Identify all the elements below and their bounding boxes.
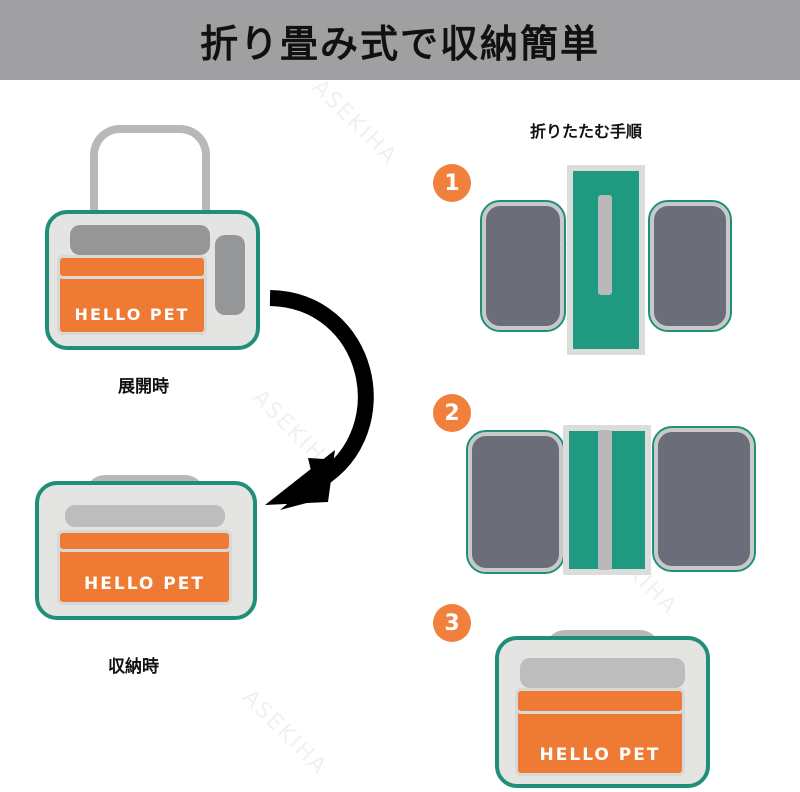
header-banner: 折り畳み式で収納簡単 <box>0 0 800 80</box>
expanded-label: 展開時 <box>118 377 169 397</box>
stored-label: 収納時 <box>108 657 159 677</box>
watermark: ASEKIHA <box>237 684 333 781</box>
step-3-badge: 3 <box>433 604 471 642</box>
steps-subtitle: 折りたたむ手順 <box>530 122 643 141</box>
pocket-text: HELLO PET <box>539 745 661 765</box>
page-title: 折り畳み式で収納簡単 <box>199 21 600 66</box>
stored-bag-image: HELLO PET <box>35 475 257 620</box>
watermark: ASEKIHA <box>307 74 403 171</box>
expanded-bag-image: HELLO PET <box>45 125 260 350</box>
pocket-text: HELLO PET <box>74 305 190 324</box>
step-1-badge: 1 <box>433 164 471 202</box>
pocket-text: HELLO PET <box>84 574 205 594</box>
step-2-badge: 2 <box>433 394 471 432</box>
step-3-bag-image: HELLO PET <box>495 630 710 788</box>
curved-arrow-icon <box>265 290 374 510</box>
